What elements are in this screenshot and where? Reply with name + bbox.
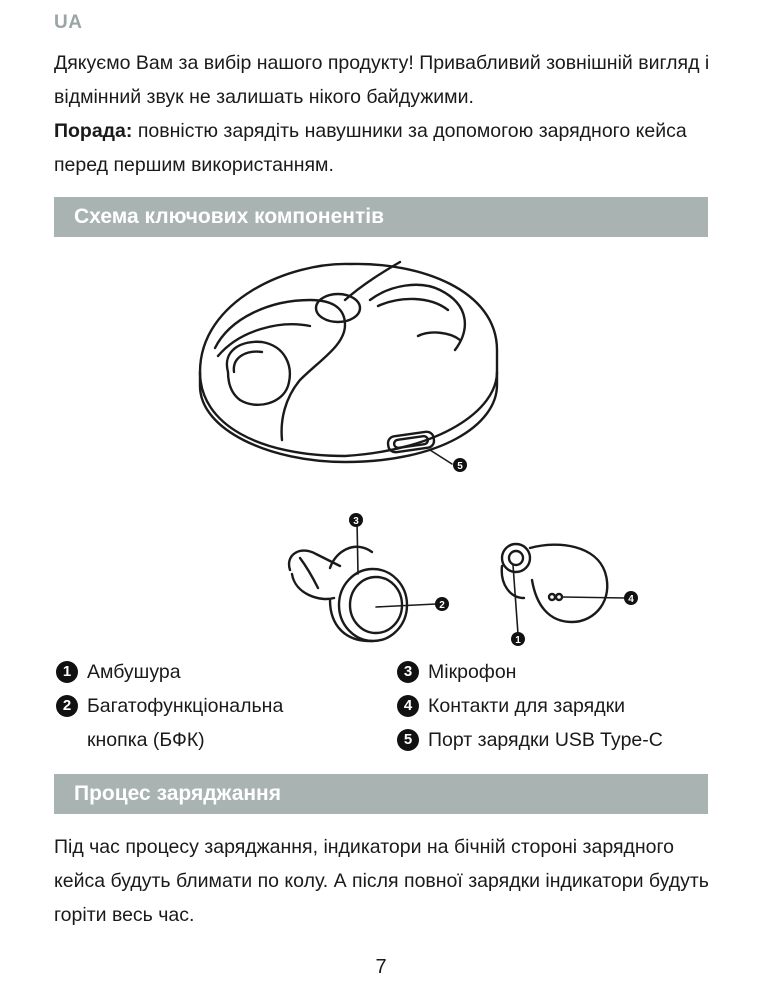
legend-number: 5: [397, 729, 419, 751]
legend-label: Порт зарядки USB Type-C: [428, 729, 663, 751]
callout-3: 3: [349, 513, 363, 527]
legend-label-continuation: кнопка (БФК): [87, 729, 205, 751]
legend-item: 4 Контакти для зарядки: [397, 689, 663, 723]
page-number: 7: [375, 956, 387, 978]
section-header-components: Схема ключових компонентів: [54, 197, 708, 237]
callout-2: 2: [435, 597, 449, 611]
svg-text:1: 1: [515, 635, 521, 646]
tip-text: повністю зарядіть навушники за допомогою…: [54, 120, 687, 176]
tip-paragraph: Порада: повністю зарядіть навушники за д…: [54, 114, 714, 182]
legend-item: 3 Мікрофон: [397, 655, 663, 689]
legend-label: Багатофункціональна: [87, 695, 284, 717]
legend-number: 2: [56, 695, 78, 717]
charging-paragraph: Під час процесу заряджання, індикатори н…: [54, 836, 709, 926]
legend-item-continuation: кнопка (БФК): [56, 723, 283, 757]
intro-paragraph: Дякуємо Вам за вибір нашого продукту! Пр…: [54, 52, 710, 108]
earbud-side-illustration: [500, 542, 627, 635]
charging-case-illustration: [198, 260, 499, 465]
legend-label: Контакти для зарядки: [428, 695, 626, 717]
tip-label: Порада:: [54, 120, 133, 142]
legend-number: 3: [397, 661, 419, 683]
legend-number: 1: [56, 661, 78, 683]
callout-5: 5: [453, 458, 467, 472]
legend-item: 1 Амбушура: [56, 655, 283, 689]
legend-item: 5 Порт зарядки USB Type-C: [397, 723, 663, 757]
svg-text:3: 3: [353, 516, 359, 527]
callout-1: 1: [511, 632, 525, 646]
section-header-charging: Процес заряджання: [54, 774, 708, 814]
legend-label: Мікрофон: [428, 661, 517, 683]
legend-left-column: 1 Амбушура 2 Багатофункціональна кнопка …: [56, 655, 283, 757]
legend-number: 4: [397, 695, 419, 717]
earbud-front-illustration: [287, 519, 437, 643]
svg-text:5: 5: [457, 461, 463, 472]
legend-right-column: 3 Мікрофон 4 Контакти для зарядки 5 Порт…: [397, 655, 663, 757]
svg-text:4: 4: [628, 594, 634, 605]
legend-label: Амбушура: [87, 661, 181, 683]
svg-text:2: 2: [439, 600, 445, 611]
legend-item: 2 Багатофункціональна: [56, 689, 283, 723]
components-diagram: 5 3 2 4 1: [198, 260, 638, 646]
callout-4: 4: [624, 591, 638, 605]
language-code: UA: [54, 12, 83, 33]
